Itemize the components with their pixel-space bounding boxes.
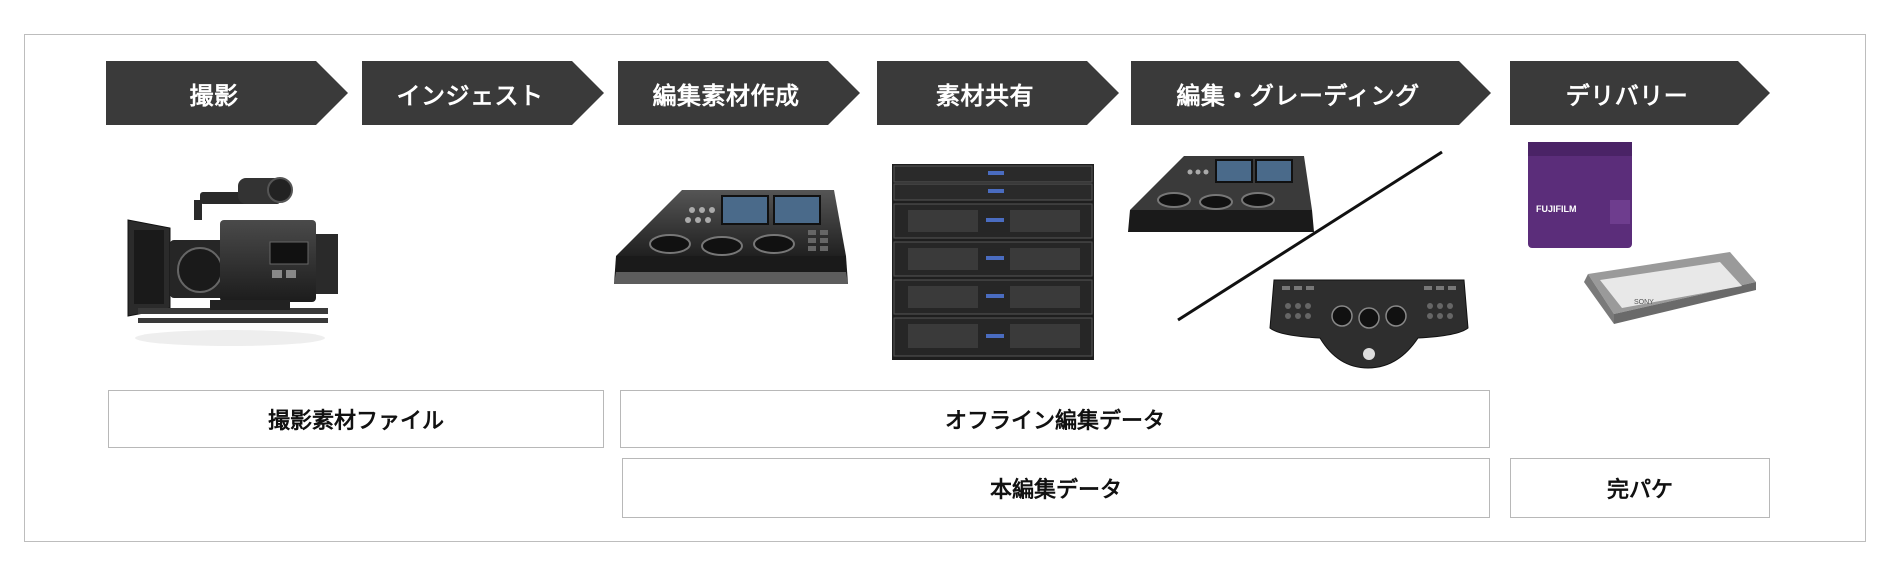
control-surface-image	[1268, 276, 1470, 372]
step-delivery: デリバリー	[1510, 61, 1770, 125]
grading-panel-image	[612, 186, 848, 310]
step-material-sharing: 素材共有	[877, 61, 1119, 125]
step-label: 素材共有	[936, 81, 1034, 110]
step-label: 編集・グレーディング	[1176, 81, 1420, 110]
step-label: 撮影	[189, 81, 239, 110]
step-ingest: インジェスト	[362, 61, 604, 125]
lto-tape-image: FUJIFILM	[1526, 140, 1636, 252]
step-label: 編集素材作成	[652, 81, 800, 110]
portable-drive-image: SONY	[1580, 248, 1760, 328]
camera-files-box: 撮影素材ファイル	[108, 390, 604, 448]
camera-files-label: 撮影素材ファイル	[267, 409, 444, 434]
online-edit-data-box: 本編集データ	[622, 458, 1490, 518]
online-edit-data-label: 本編集データ	[989, 478, 1122, 503]
package-label: 完パケ	[1606, 478, 1673, 503]
divider-line	[1176, 150, 1446, 322]
step-edit-material: 編集素材作成	[618, 61, 860, 125]
grading-panel-small-image	[1128, 152, 1314, 252]
tape-brand-label: FUJIFILM	[1536, 204, 1577, 214]
cinema-camera-image	[120, 170, 340, 350]
drive-brand-label: SONY	[1634, 299, 1654, 306]
storage-server-image	[892, 164, 1094, 360]
step-edit-grading: 編集・グレーディング	[1131, 61, 1491, 125]
package-box: 完パケ	[1510, 458, 1770, 518]
offline-edit-data-label: オフライン編集データ	[944, 409, 1165, 434]
step-label: デリバリー	[1565, 81, 1689, 110]
diagram-frame	[24, 34, 1866, 542]
step-shooting: 撮影	[106, 61, 348, 125]
step-label: インジェスト	[396, 81, 544, 110]
offline-edit-data-box: オフライン編集データ	[620, 390, 1490, 448]
